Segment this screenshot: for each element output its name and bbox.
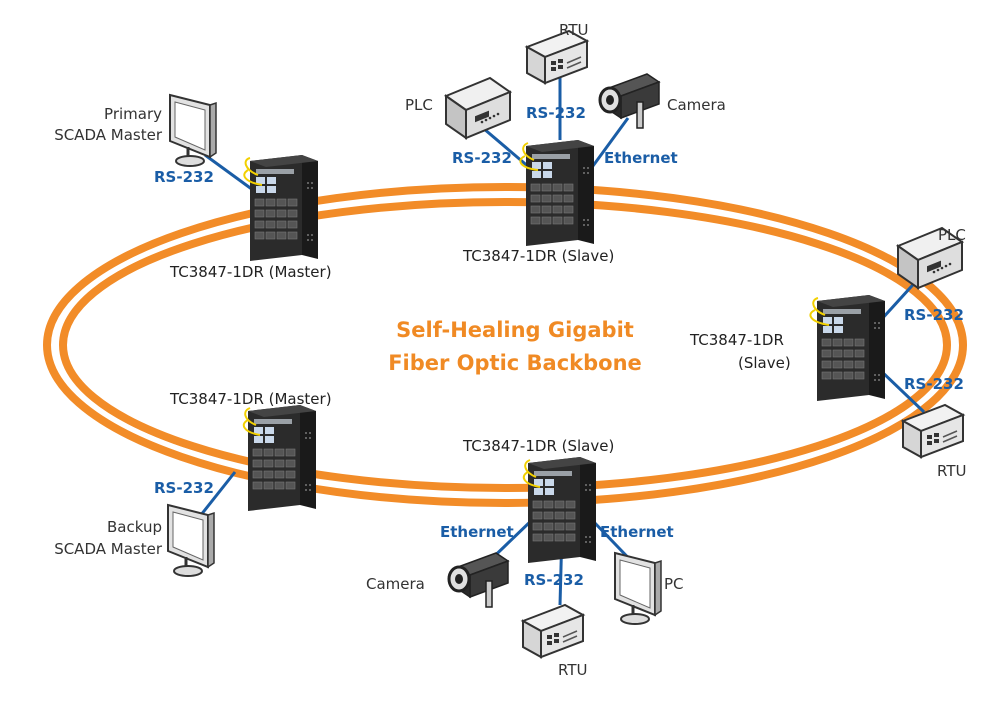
switch-label-bottom-left: TC3847-1DR (Master): [169, 390, 332, 408]
link-label-rtu-right: RS-232: [904, 375, 964, 393]
link-label-rtu-top: RS-232: [526, 104, 586, 122]
device-label-backup-line2: SCADA Master: [54, 540, 163, 558]
link-label-primary: RS-232: [154, 168, 214, 186]
switch-label-bottom-center: TC3847-1DR (Slave): [462, 437, 614, 455]
camera-icon: [447, 551, 510, 609]
device-label-backup-line1: Backup: [107, 518, 162, 536]
device-label-camera-top: Camera: [667, 96, 726, 114]
device-label-pc-bottom: PC: [664, 575, 684, 593]
switch-bottom-center[interactable]: [527, 456, 597, 564]
diagram-title-line1: Self-Healing Gigabit: [396, 318, 634, 342]
pc-icon: [613, 551, 663, 626]
switch-label-right-line2: (Slave): [738, 354, 791, 372]
link-label-backup: RS-232: [154, 479, 214, 497]
switch-top-center[interactable]: [525, 139, 595, 247]
device-label-rtu-right: RTU: [937, 462, 966, 480]
device-label-rtu-bottom: RTU: [558, 661, 587, 679]
link-label-plc-top: RS-232: [452, 149, 512, 167]
switch-label-top-center: TC3847-1DR (Slave): [462, 247, 614, 265]
switch-bottom-left[interactable]: [247, 404, 317, 512]
link-label-camera-top: Ethernet: [604, 149, 678, 167]
camera-icon: [598, 72, 661, 130]
plc-icon: [445, 77, 511, 139]
monitor-icon: [166, 503, 216, 578]
diagram-title-line2: Fiber Optic Backbone: [388, 351, 642, 375]
switch-label-top-left: TC3847-1DR (Master): [169, 263, 332, 281]
switch-label-right-line1: TC3847-1DR: [689, 331, 784, 349]
link-label-rtu-bottom: RS-232: [524, 571, 584, 589]
device-label-primary-line2: SCADA Master: [54, 126, 163, 144]
fiber-patches: [242, 142, 830, 488]
device-label-plc-top: PLC: [405, 96, 433, 114]
switch-top-left[interactable]: [249, 154, 319, 262]
device-label-rtu-top: RTU: [559, 21, 588, 39]
link-label-camera-bottom: Ethernet: [440, 523, 514, 541]
monitor-icon: [168, 93, 218, 168]
switch-right[interactable]: [816, 294, 886, 402]
link-label-plc-right: RS-232: [904, 306, 964, 324]
device-label-primary-line1: Primary: [104, 105, 162, 123]
rtu-icon: [522, 604, 584, 658]
device-label-plc-right: PLC: [938, 226, 966, 244]
fiber-ring: [43, 183, 967, 507]
device-label-camera-bottom: Camera: [366, 575, 425, 593]
link-label-pc-bottom: Ethernet: [600, 523, 674, 541]
